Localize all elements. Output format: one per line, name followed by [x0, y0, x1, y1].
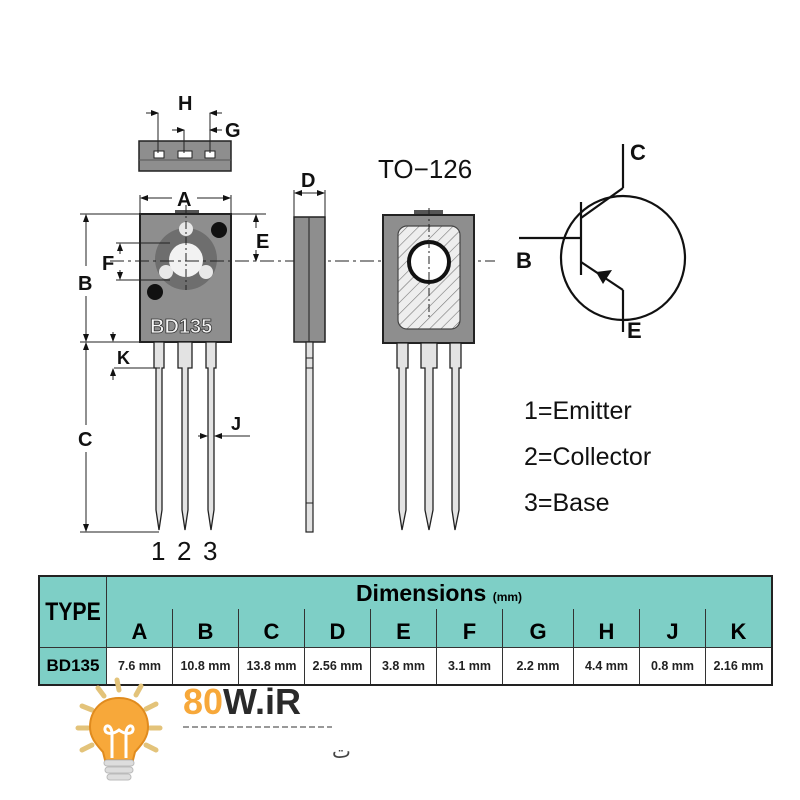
dimensions-title-text: Dimensions	[355, 579, 487, 606]
column-header-k: K	[705, 609, 773, 648]
symbol-label-base: B	[516, 248, 532, 273]
dim-label-a: A	[177, 189, 191, 211]
transistor-dimension-drawing: H G A BD135 B E	[78, 93, 687, 566]
dimensions-unit: (mm)	[492, 589, 523, 604]
dim-label-d: D	[301, 170, 315, 192]
symbol-label-collector: C	[630, 140, 646, 165]
npn-transistor-symbol	[519, 144, 687, 332]
column-header-h: H	[573, 609, 640, 648]
symbol-label-emitter: E	[627, 318, 642, 343]
column-header-g: G	[502, 609, 574, 648]
value-cell-e: 3.8 mm	[370, 647, 437, 686]
pin-legend-collector: 2=Collector	[524, 443, 652, 471]
column-header-b: B	[172, 609, 239, 648]
pin-number-2: 2	[177, 536, 191, 566]
column-header-a: A	[106, 609, 173, 648]
value-cell-b: 10.8 mm	[172, 647, 239, 686]
dim-label-e: E	[256, 231, 269, 253]
front-view: A BD135 B E F	[78, 189, 495, 566]
column-header-c: C	[238, 609, 305, 648]
value-cell-j: 0.8 mm	[639, 647, 706, 686]
lightbulb-icon	[75, 677, 163, 781]
value-cell-d: 2.56 mm	[304, 647, 371, 686]
pin-legend-base: 3=Base	[524, 489, 610, 517]
value-cell-f: 3.1 mm	[436, 647, 503, 686]
dim-label-c: C	[78, 429, 92, 451]
pin-number-3: 3	[203, 536, 217, 566]
package-name: TO−126	[378, 154, 472, 184]
value-cell-k: 2.16 mm	[705, 647, 773, 686]
body-marking: BD135	[150, 316, 212, 338]
brand-logo: 80W.iR فروشگاه ٨٠ وات	[75, 677, 350, 781]
brand-tagline: فروشگاه ٨٠ وات	[332, 739, 350, 763]
row-type-cell: BD135	[38, 647, 107, 686]
dimensions-title: Dimensions (mm)	[106, 575, 773, 609]
value-cell-h: 4.4 mm	[573, 647, 640, 686]
pin-legend-emitter: 1=Emitter	[524, 397, 632, 425]
value-cell-a: 7.6 mm	[106, 647, 173, 686]
value-cell-g: 2.2 mm	[502, 647, 574, 686]
column-header-d: D	[304, 609, 371, 648]
brand-name: 80W.iR	[183, 681, 301, 722]
dim-label-b: B	[78, 273, 92, 295]
value-cell-c: 13.8 mm	[238, 647, 305, 686]
column-header-e: E	[370, 609, 437, 648]
type-column-header: TYPE	[38, 575, 107, 648]
back-view: TO−126	[378, 154, 475, 531]
column-header-j: J	[639, 609, 706, 648]
emitter-arrow-icon	[596, 270, 612, 284]
pin-number-1: 1	[151, 536, 165, 566]
dim-label-j: J	[231, 414, 241, 434]
front-leads	[153, 341, 217, 531]
side-view: D	[293, 170, 326, 533]
top-view: H G	[138, 93, 241, 172]
dim-label-f: F	[102, 253, 114, 275]
dim-label-g: G	[225, 120, 241, 142]
column-header-f: F	[436, 609, 503, 648]
dim-label-k: K	[117, 348, 130, 368]
dim-label-h: H	[178, 93, 192, 115]
